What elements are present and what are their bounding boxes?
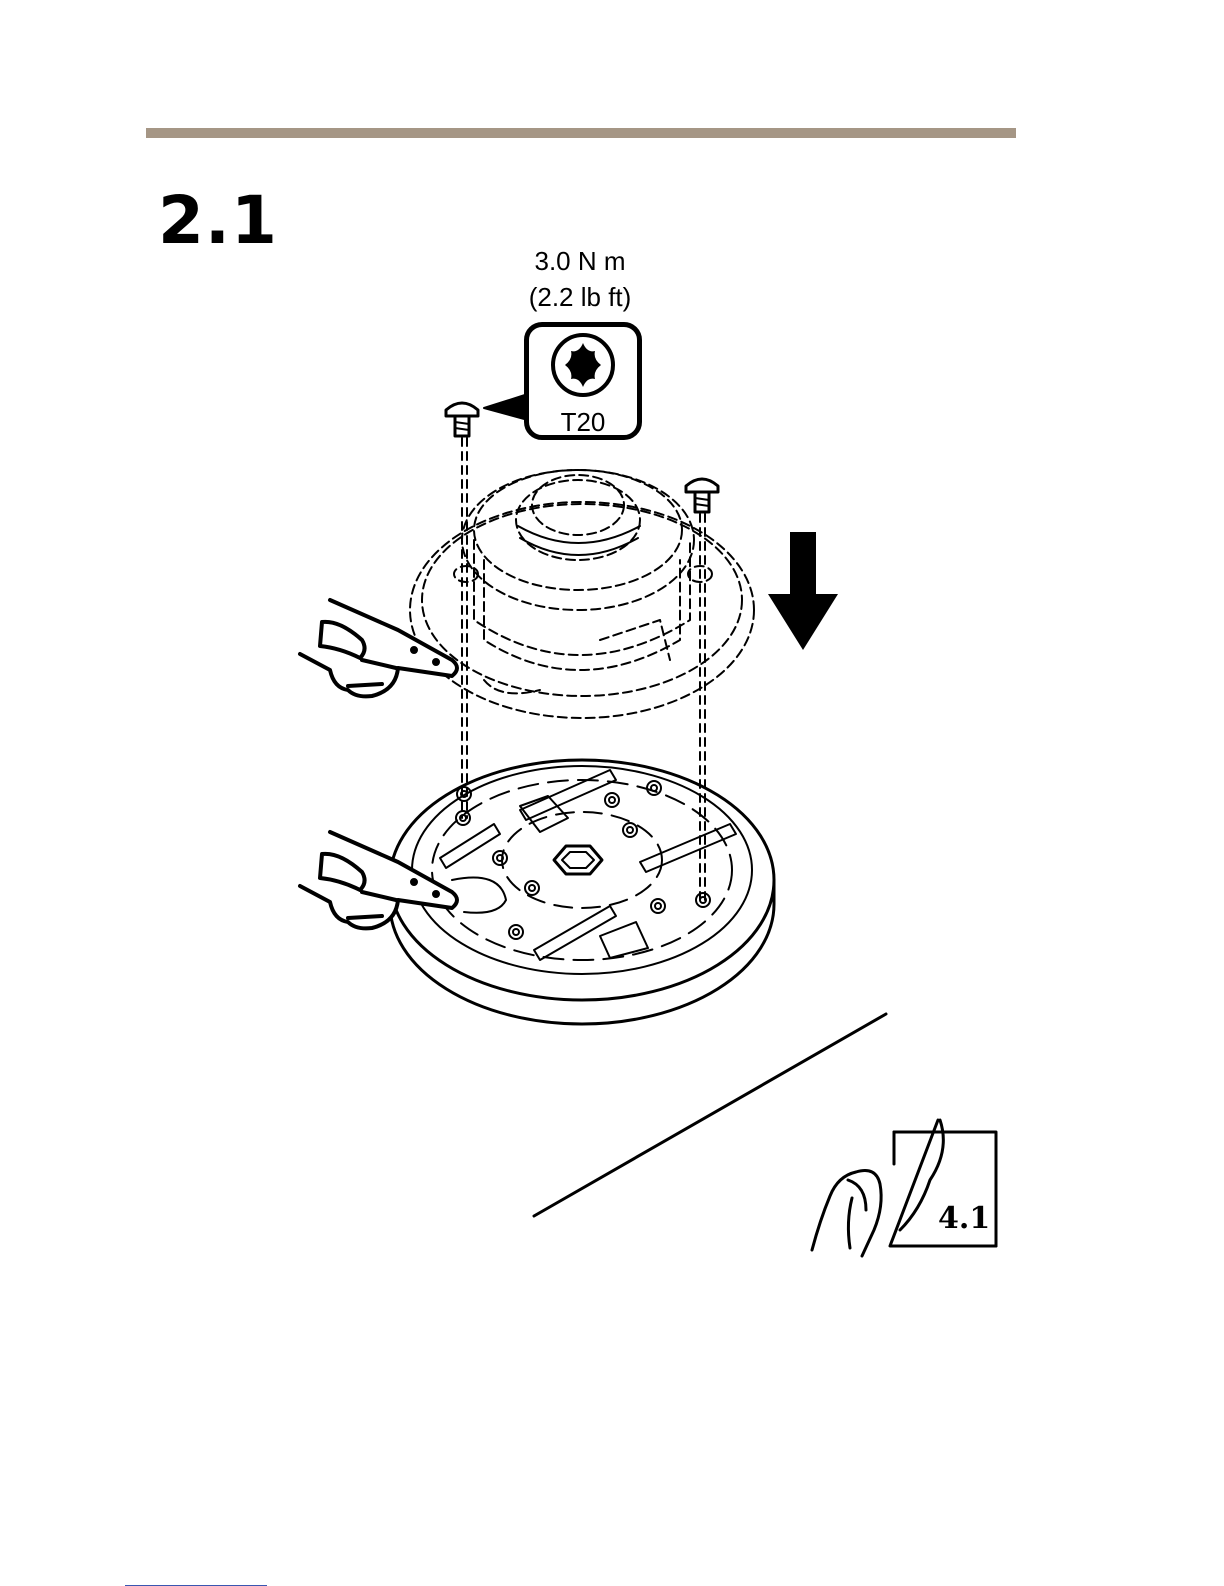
screw-right-icon xyxy=(686,479,718,512)
hand-lower-icon xyxy=(300,832,457,928)
torx-bit-callout: T20 xyxy=(524,322,642,440)
divider-line xyxy=(534,1014,886,1216)
down-arrow-icon xyxy=(768,532,838,650)
lens-ring xyxy=(518,526,640,555)
tool-bit-label: T20 xyxy=(529,409,637,435)
callout-pointer xyxy=(484,394,528,420)
hand-upper-icon xyxy=(300,600,457,696)
reference-step-label: 4.1 xyxy=(938,1204,990,1234)
screw-left-icon xyxy=(446,403,478,436)
